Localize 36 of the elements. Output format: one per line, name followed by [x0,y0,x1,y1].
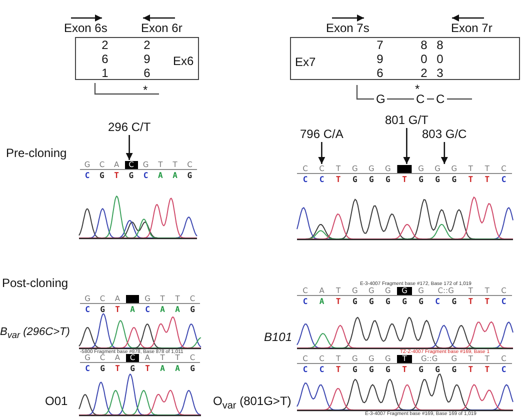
sample-label: B$_{var}$ (296C>T) [0,325,70,342]
base-calls: C G T G T A A G [84,364,196,373]
mutation-label: 796 C/A [300,127,344,141]
position-number: 2 9 6 [142,38,152,80]
sample-label: B101 [264,330,292,344]
exon-box [75,37,199,80]
arrow [126,135,133,160]
sample-label: O$_{var}$ (801G>T) [213,394,292,414]
primer-label: Exon 6r [141,21,182,35]
primer-label: Exon 6s [64,21,108,35]
position-number: 7 9 6 [376,38,384,80]
arrow [440,142,448,164]
exon-box [290,37,520,80]
base-calls: C G T A C A A G [84,305,196,314]
arrow [318,142,326,164]
base-calls: C G T G C A A G [84,171,194,180]
base-letter: G [376,92,386,106]
mutation-label: 296 C/T [108,120,151,134]
row-label: Post-cloning [2,276,68,290]
base-letter: C [436,92,445,106]
arrow [403,128,410,164]
exon-label: Ex6 [173,54,194,68]
position-number: 8 0 2 [420,38,428,80]
position-number: 8 0 3 [436,38,444,80]
asterisk-mark: * [143,83,148,97]
mutation-label: 801 G/T [385,113,428,127]
sample-label: O01 [45,394,68,408]
base-calls: C C T G G G T G G G T T C [302,175,508,184]
base-calls: C C T G G G T G G G T T C [302,365,508,374]
primer-label: Exon 7r [451,21,492,35]
mutation-label: 803 G/C [422,127,467,141]
base-calls: C A T G G G G G C G T T C [302,297,508,306]
exon-label: Ex7 [295,55,316,69]
position-number: 2 6 1 [100,38,110,80]
primer-label: Exon 7s [326,21,370,35]
row-label: Pre-cloning [6,146,67,160]
